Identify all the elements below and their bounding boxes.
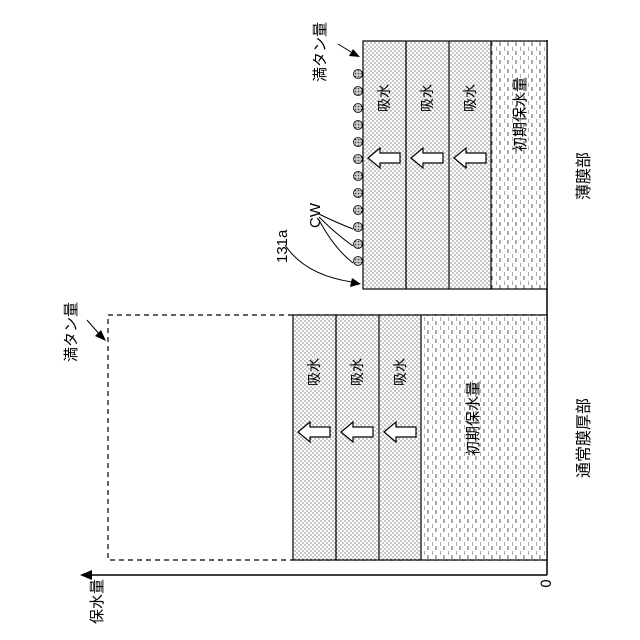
droplet (354, 70, 363, 79)
droplet (354, 87, 363, 96)
droplet-column (354, 70, 363, 266)
droplet (354, 104, 363, 113)
droplet (354, 240, 363, 249)
droplet (354, 189, 363, 198)
full-tank-pointer (87, 320, 100, 335)
droplet (354, 206, 363, 215)
full-tank-label: 満タン量 (62, 302, 80, 362)
droplet (354, 172, 363, 181)
origin-label: 0 (539, 579, 555, 588)
axis-arrow-icon (80, 570, 92, 580)
absorb-label: 吸水 (420, 84, 436, 112)
thick-section: 吸水 吸水 吸水 初期保水量 満タン量 通常膜厚部 (62, 302, 593, 560)
droplet (354, 121, 363, 130)
surface-reference-label: 131a (274, 229, 291, 263)
initial-retention-area (421, 315, 547, 560)
pointer-arrow-icon (349, 49, 360, 57)
surface-leader-line (285, 245, 352, 282)
full-tank-pointer (338, 44, 351, 52)
droplet (354, 155, 363, 164)
initial-retention-label: 初期保水量 (464, 381, 482, 456)
droplet (354, 223, 363, 232)
absorb-label: 吸水 (393, 358, 409, 386)
droplet-leader-line (319, 217, 353, 246)
initial-retention-label: 初期保水量 (511, 77, 529, 152)
absorb-label: 吸水 (463, 84, 479, 112)
absorbed-area (363, 41, 491, 289)
full-tank-label: 満タン量 (311, 22, 329, 82)
y-axis-label: 保水量 (88, 579, 106, 624)
section-label: 薄膜部 (574, 152, 593, 200)
absorb-label: 吸水 (350, 358, 366, 386)
droplet (354, 138, 363, 147)
pointer-arrow-icon (350, 278, 361, 287)
droplet (354, 257, 363, 266)
absorb-label: 吸水 (377, 84, 393, 112)
thin-section: 吸水 吸水 吸水 初期保水量 CW 131a (274, 22, 593, 289)
section-label: 通常膜厚部 (574, 398, 593, 478)
absorb-label: 吸水 (307, 358, 323, 386)
